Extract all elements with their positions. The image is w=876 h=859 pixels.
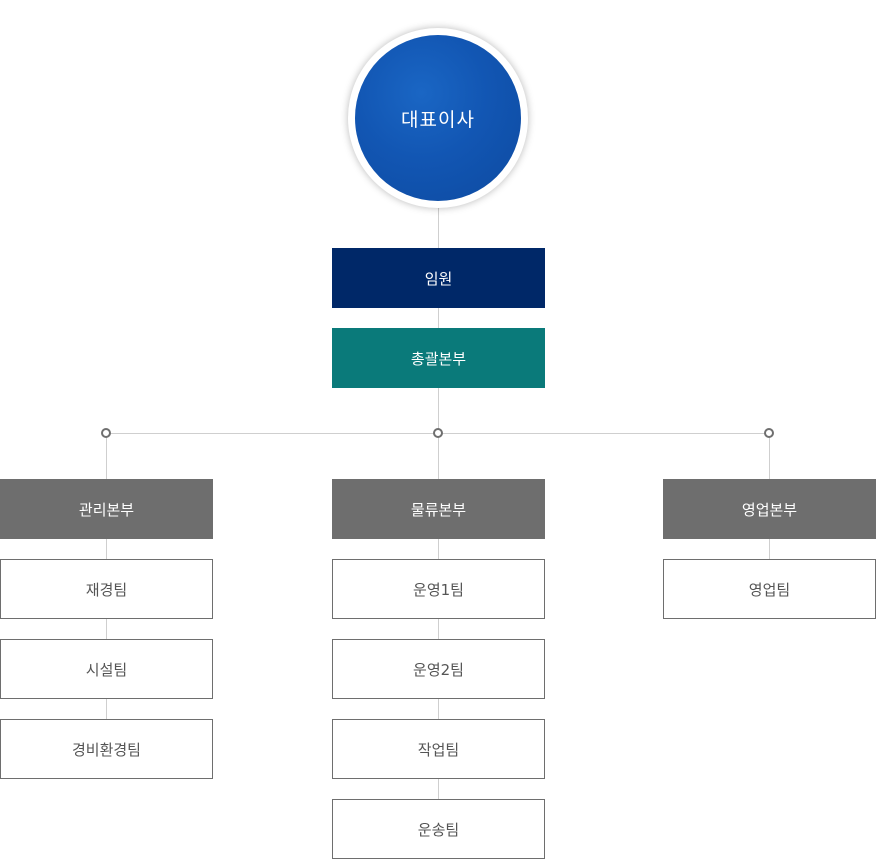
connector-branch-division-right [769, 433, 770, 479]
team-box: 운송팀 [332, 799, 545, 859]
team-label: 시설팀 [85, 660, 128, 679]
ceo-node: 대표이사 [348, 28, 528, 208]
general-hq-box: 총괄본부 [332, 328, 545, 388]
connector-right-column [769, 539, 770, 559]
division-sales-box: 영업본부 [663, 479, 876, 539]
executives-box: 임원 [332, 248, 545, 308]
team-box: 운영1팀 [332, 559, 545, 619]
connector-branch-division-left [106, 433, 107, 479]
team-label: 운영2팀 [413, 660, 464, 679]
team-box: 경비환경팀 [0, 719, 213, 779]
team-box: 재경팀 [0, 559, 213, 619]
ceo-circle: 대표이사 [355, 35, 521, 201]
connector-general-branch [438, 388, 439, 433]
connector-branch-division-center [438, 433, 439, 479]
connector-ceo-exec [438, 206, 439, 248]
ceo-label: 대표이사 [401, 108, 475, 131]
team-label: 작업팀 [417, 740, 460, 759]
general-hq-label: 총괄본부 [410, 349, 467, 368]
connector-left-column [106, 539, 107, 719]
division-label: 영업본부 [741, 500, 798, 519]
team-box: 영업팀 [663, 559, 876, 619]
team-box: 운영2팀 [332, 639, 545, 699]
team-label: 운영1팀 [413, 580, 464, 599]
team-box: 시설팀 [0, 639, 213, 699]
team-label: 운송팀 [417, 820, 460, 839]
team-label: 영업팀 [748, 580, 791, 599]
team-box: 작업팀 [332, 719, 545, 779]
division-label: 관리본부 [78, 500, 135, 519]
division-logistics-box: 물류본부 [332, 479, 545, 539]
executives-label: 임원 [424, 269, 453, 288]
connector-exec-general [438, 308, 439, 328]
branch-node-left [101, 428, 111, 438]
division-management-box: 관리본부 [0, 479, 213, 539]
team-label: 경비환경팀 [71, 740, 141, 759]
team-label: 재경팀 [85, 580, 128, 599]
branch-node-center [433, 428, 443, 438]
division-label: 물류본부 [410, 500, 467, 519]
branch-node-right [764, 428, 774, 438]
